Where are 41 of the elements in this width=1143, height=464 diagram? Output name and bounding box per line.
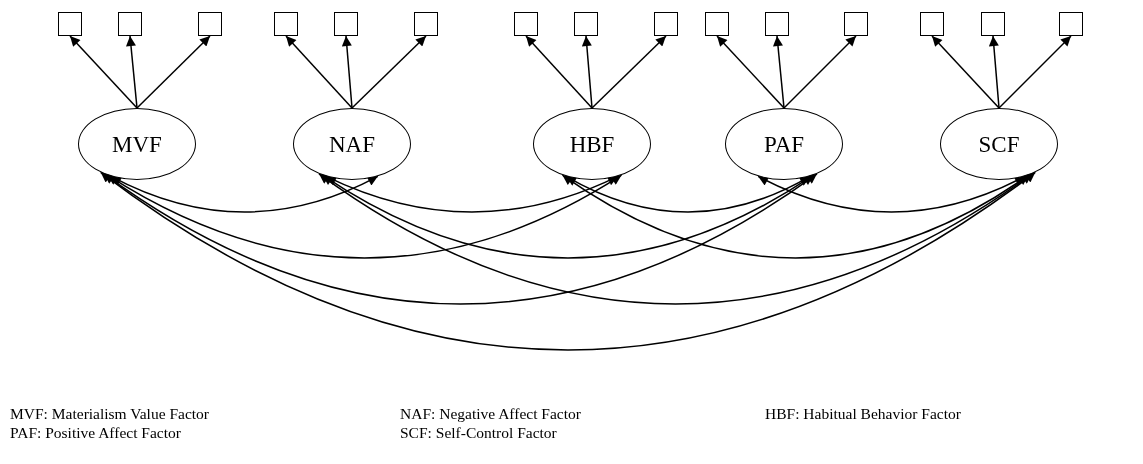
indicator-box xyxy=(58,12,82,36)
arrow xyxy=(69,35,138,109)
indicator-box xyxy=(118,12,142,36)
legend-text: SCF: Self-Control Factor xyxy=(400,423,558,442)
arrow xyxy=(988,35,1000,109)
covariance-arrow xyxy=(99,171,1037,351)
factor-label: SCF xyxy=(978,132,1020,156)
indicator-box xyxy=(198,12,222,36)
indicator-box xyxy=(1059,12,1083,36)
indicator-box xyxy=(765,12,789,36)
arrow xyxy=(716,35,785,109)
arrow xyxy=(773,35,785,109)
indicator-box xyxy=(514,12,538,36)
arrow xyxy=(285,35,353,109)
legend-text: HBF: Habitual Behavior Factor xyxy=(765,404,961,423)
indicator-box xyxy=(920,12,944,36)
indicator-box xyxy=(844,12,868,36)
arrow xyxy=(126,35,138,109)
arrow xyxy=(931,35,1000,109)
legend-text: PAF: Positive Affect Factor xyxy=(10,423,182,442)
arrow xyxy=(581,35,593,109)
arrow xyxy=(525,35,593,109)
indicator-box xyxy=(334,12,358,36)
factor-label: NAF xyxy=(329,132,375,156)
legend-text: NAF: Negative Affect Factor xyxy=(400,404,582,423)
legend-text: MVF: Materialism Value Factor xyxy=(10,404,211,423)
arrow xyxy=(341,35,353,109)
arrow xyxy=(591,35,667,109)
arrow xyxy=(351,35,427,109)
factor-label: PAF xyxy=(763,132,805,156)
indicator-box xyxy=(705,12,729,36)
arrow xyxy=(998,35,1072,109)
indicator-box xyxy=(274,12,298,36)
arrow xyxy=(783,35,857,109)
factor-label: MVF xyxy=(112,132,162,156)
arrow xyxy=(136,35,211,109)
factor-label: HBF xyxy=(569,132,615,156)
indicator-box xyxy=(574,12,598,36)
indicator-box xyxy=(654,12,678,36)
indicator-box xyxy=(414,12,438,36)
indicator-box xyxy=(981,12,1005,36)
